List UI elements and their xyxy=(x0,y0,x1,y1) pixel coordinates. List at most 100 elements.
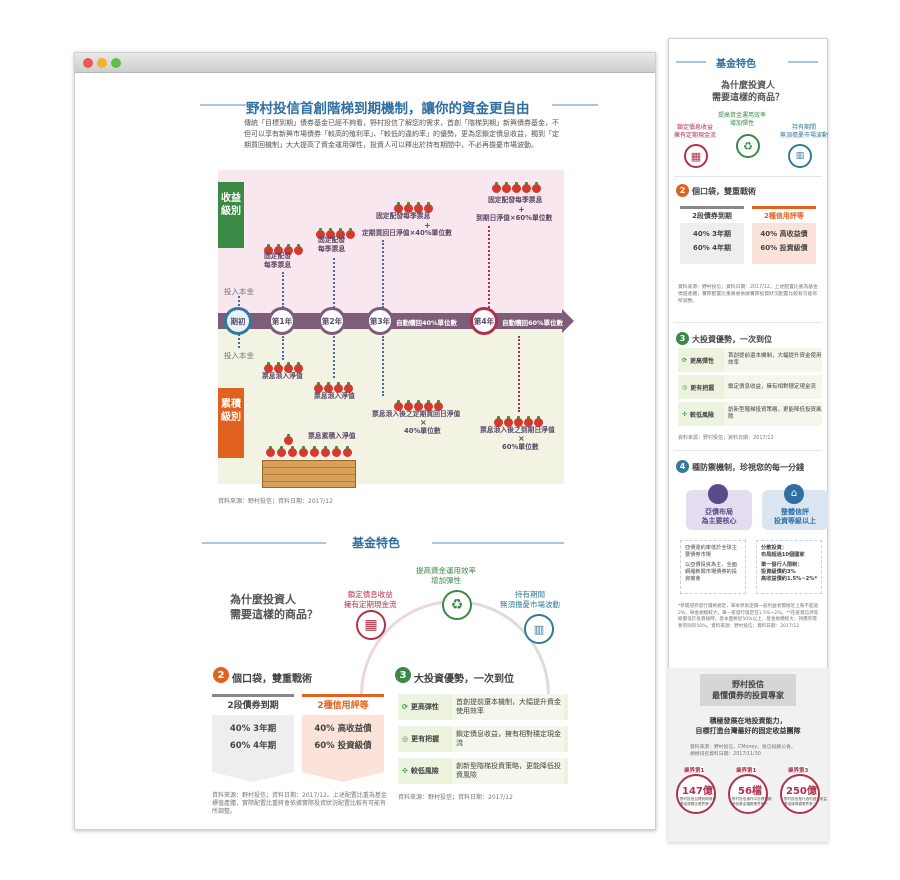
stat-3-number: 250億 xyxy=(786,786,817,797)
card-maturity: 2段債券到期 40% 3年期 60% 4年期 xyxy=(212,694,294,772)
accumulation-class-label: 累積級別 xyxy=(218,388,244,458)
panel-asia-point-2: 以亞債投資為主，全面網羅新興市場債券的投資機會 xyxy=(685,562,737,582)
section-3-title: 大投資優勢，一次到位 xyxy=(414,674,514,685)
card-rating-tip xyxy=(302,772,384,782)
target-icon: ◎ xyxy=(402,735,409,743)
line-y2-top xyxy=(333,258,335,308)
panel-card-maturity: 2段債券到期 40% 3年期 60% 4年期 xyxy=(680,206,744,264)
pie-chart-icon xyxy=(708,484,728,504)
panel-target-icon: ◎ xyxy=(682,383,688,391)
stat-1-tag: 業界第1 xyxy=(684,766,705,774)
feature-3-label: 持有期間 無須擔憂市場波動 xyxy=(500,590,560,609)
line-y3-top xyxy=(382,240,384,308)
advantage-1-text: 首創提前還本機制，大幅提升資金使用效率 xyxy=(452,694,564,720)
tomatoes-y3-bottom xyxy=(394,396,444,415)
times-y3: × xyxy=(420,418,427,427)
panel-question: 為什麼投資人 需要這樣的商品？ xyxy=(711,81,784,103)
close-dot[interactable] xyxy=(83,58,93,68)
panel-s4-title: 種防禦機制，珍視您的每一分錢 xyxy=(692,463,804,472)
panel-rule-left xyxy=(676,61,706,63)
arrows-icon: ✣ xyxy=(402,767,408,775)
panel-asia-point-1: 亞債違約率低於全球主要債券市場 xyxy=(685,545,737,558)
note-y4-top-a: 固定配發每季票息 xyxy=(488,196,543,204)
advantage-3-label: 較低風險 xyxy=(410,767,439,775)
panel-adv-2-text: 鎖定債息收益，擁有相對穩定現金流 xyxy=(724,375,822,399)
chart-source: 資料來源：野村投信；資料日期：2017/12 xyxy=(218,498,333,505)
invest-capital-top: 投入本金 xyxy=(224,287,254,296)
panel-feature-3: 持有期間 無須擔憂市場波動 xyxy=(780,124,829,139)
invest-line-top xyxy=(238,296,240,310)
panel-asia-detail: 亞債違約率低於全球主要債券市場 以亞債投資為主，全面網羅新興市場債券的投資機會 xyxy=(680,540,746,594)
stat-2-number: 56檔 xyxy=(738,786,762,797)
panel-card2-line2: 60% 投資級債 xyxy=(760,244,808,252)
stat-1-number: 147億 xyxy=(682,786,713,797)
tomatoes-y1-top xyxy=(264,240,304,259)
card-maturity-head: 2段債券到期 xyxy=(212,697,294,715)
stat-1-text: 野村投信目標到期債券 基金規模全業界第一 xyxy=(680,797,716,806)
auto-redeem-40: 自動贖回40%單位數 xyxy=(396,319,458,327)
line-y3-bottom xyxy=(382,336,384,396)
advantage-risk: ✣較低風險 創新型階梯投資策略，更能降低投資風險 xyxy=(398,758,568,784)
panel-divider-1 xyxy=(674,176,822,177)
feature-2-label: 提高資金運用效率 增加彈性 xyxy=(416,566,476,585)
advantage-2-label: 更有把握 xyxy=(411,735,440,743)
panel-s3-source: 資料來源：野村投信；資料日期：2017/12 xyxy=(678,435,774,441)
advantage-3-text: 創新型階梯投資策略，更能降低投資風險 xyxy=(452,758,564,784)
bank-icon: ⌂ xyxy=(784,484,804,504)
note-y1-top: 固定配發 每季票息 xyxy=(264,252,292,269)
maximize-dot[interactable] xyxy=(111,58,121,68)
tomatoes-y2-bottom xyxy=(314,378,354,397)
stat-circle-1 xyxy=(676,774,716,814)
stat-3-text: 野村投信發行過的固定收益 基金總規模業界第三 xyxy=(784,797,828,806)
panel-recycle-icon: ♻ xyxy=(736,134,760,158)
note-y3-top-b: 定期買回日淨值×40%單位數 xyxy=(362,229,452,237)
stat-2-tag: 業界第1 xyxy=(736,766,757,774)
note-y4-bottom-b: 60%單位數 xyxy=(502,443,539,451)
panel-bar-chart-icon: ▥ xyxy=(788,144,812,168)
bar-chart-icon: ▥ xyxy=(524,614,554,644)
income-class-label: 收益級別 xyxy=(218,182,244,248)
stage-start: 期初 xyxy=(224,307,252,335)
panel-divider-3 xyxy=(674,450,822,451)
minimize-dot[interactable] xyxy=(97,58,107,68)
calendar-icon: ▦ xyxy=(356,610,386,640)
line-y4-top xyxy=(488,226,490,308)
panel-s3-title: 大投資優勢，一次到位 xyxy=(692,335,772,344)
panel-adv-3-text: 創新型階梯投資策略，更能降低投資風險 xyxy=(724,402,822,426)
card-rating-line1: 40% 高收益債 xyxy=(314,724,372,734)
accumulation-class-area xyxy=(218,318,564,484)
window-titlebar xyxy=(75,53,655,73)
tomato-icon xyxy=(284,430,294,449)
panel-feature-1: 鎖定債息收益 擁有定期現金流 xyxy=(674,124,717,139)
panel-rating-point-2: 單一發行人限制： 投資級債約3% 高收益債約1.5%~2%* xyxy=(761,562,818,582)
panel-rating-detail: 分散投資： 布局超過10個國家 單一發行人限制： 投資級債約3% 高收益債約1.… xyxy=(756,540,822,594)
panel-rule-right xyxy=(788,61,818,63)
invest-capital-bottom: 投入本金 xyxy=(224,351,254,360)
panel-card-rating: 2種信用評等 40% 高收益債 60% 投資級債 xyxy=(752,206,816,264)
panel-adv-1: ⟳更高彈性 首創提前還本機制，大幅提升資金使用效率 xyxy=(678,348,822,372)
crate-icon xyxy=(262,460,356,488)
tomatoes-y2-top xyxy=(316,224,356,243)
tomatoes-y1-bottom xyxy=(264,358,304,377)
panel-advantage-list: ⟳更高彈性 首創提前還本機制，大幅提升資金使用效率 ◎更有把握 鎖定債息收益，擁… xyxy=(678,348,822,426)
section-3-source: 資料來源：野村投信；資料日期：2017/12 xyxy=(398,794,513,801)
panel-card1-line2: 60% 4年期 xyxy=(692,244,732,252)
section-2-badge: 2 xyxy=(213,667,229,683)
income-class-area xyxy=(218,170,564,318)
note-y3-top-a: 固定配發每季票息 xyxy=(376,212,431,220)
line-y4-bottom xyxy=(518,336,520,412)
panel-s3-badge: 3 xyxy=(676,332,689,345)
panel-title: 基金特色 xyxy=(716,59,756,70)
stat-2-text: 野村投信操作中目標到期 債券基金檔數業界第一 xyxy=(732,797,772,806)
line-y1-bottom xyxy=(282,336,284,360)
panel-divider-2 xyxy=(674,322,822,323)
panel-adv-1-text: 首創提前還本機制，大幅提升資金使用效率 xyxy=(724,348,822,372)
panel-arrows-icon: ✣ xyxy=(682,410,688,418)
panel-expert-source: 資料來源：野村投信、CMoney、投信投顧公會， 規模排名資料日期：2017/1… xyxy=(690,745,796,757)
panel-card1-head: 2段債券到期 xyxy=(680,209,744,223)
note-y3-bottom-b: 40%單位數 xyxy=(404,427,441,435)
panel-expert-subtitle: 積極發展在地投資能力， 目標打造台灣最好的固定收益團隊 xyxy=(695,717,801,735)
stage-year4: 第4年 xyxy=(470,307,498,335)
stat-circle-3 xyxy=(780,774,820,814)
features-rule-left xyxy=(202,542,326,544)
